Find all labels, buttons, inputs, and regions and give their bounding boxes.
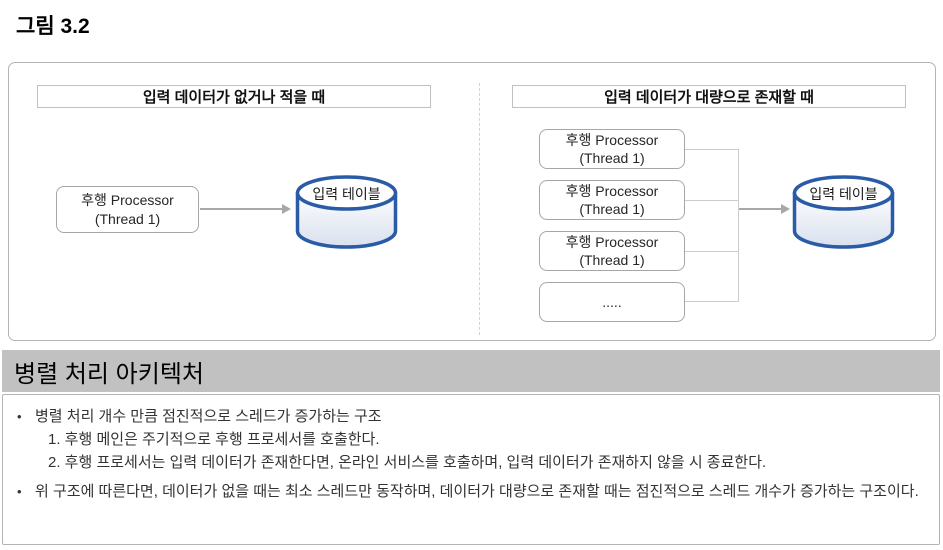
section-title-bar: 병렬 처리 아키텍처 bbox=[2, 350, 940, 392]
cylinder-top bbox=[295, 175, 398, 211]
notes-box: • 병렬 처리 개수 만큼 점진적으로 스레드가 증가하는 구조 1. 후행 메… bbox=[2, 394, 940, 545]
bullet-text-2: 위 구조에 따른다면, 데이터가 없을 때는 최소 스레드만 동작하며, 데이터… bbox=[35, 483, 919, 500]
bullet-text-1: 병렬 처리 개수 만큼 점진적으로 스레드가 증가하는 구조 bbox=[35, 408, 382, 425]
cylinder-top bbox=[792, 175, 895, 211]
flow-arrow-right bbox=[739, 204, 790, 214]
connector-line bbox=[685, 301, 738, 302]
sub-item-2: 2. 후행 프로세서는 입력 데이터가 존재한다면, 온라인 서비스를 호출하며… bbox=[48, 454, 767, 471]
right-panel-title-box: 입력 데이터가 대량으로 존재할 때 bbox=[512, 85, 906, 108]
figure-label: 그림 3.2 bbox=[16, 15, 90, 38]
bullet-marker: • bbox=[17, 409, 22, 424]
connector-line bbox=[685, 251, 738, 252]
right-panel-title: 입력 데이터가 대량으로 존재할 때 bbox=[604, 89, 814, 106]
processor-box-thread-3: 후행 Processor (Thread 1) bbox=[539, 231, 685, 271]
processor-label-line2: (Thread 1) bbox=[579, 201, 645, 217]
processor-label-line2: (Thread 1) bbox=[94, 210, 161, 227]
sub-item-1: 1. 후행 메인은 주기적으로 후행 프로세서를 호출한다. bbox=[48, 431, 380, 448]
database-label-left: 입력 테이블 bbox=[312, 186, 380, 202]
processor-label-line1: 후행 Processor bbox=[565, 132, 659, 148]
processor-label-line1: 후행 Processor bbox=[565, 183, 659, 199]
connector-line bbox=[685, 200, 738, 201]
connector-line bbox=[685, 149, 738, 150]
database-cylinder-left: 입력 테이블 bbox=[295, 175, 398, 249]
processor-label-line1: 후행 Processor bbox=[81, 191, 174, 208]
processor-label-line2: (Thread 1) bbox=[579, 150, 645, 166]
processor-box-thread-1: 후행 Processor (Thread 1) bbox=[539, 129, 685, 169]
processor-label-line1: 후행 Processor bbox=[565, 234, 659, 250]
bullet-item-2: • 위 구조에 따른다면, 데이터가 없을 때는 최소 스레드만 동작하며, 데… bbox=[17, 480, 923, 503]
database-label-right: 입력 테이블 bbox=[809, 186, 877, 202]
processor-box-thread-2: 후행 Processor (Thread 1) bbox=[539, 180, 685, 220]
bullet-item-1: • 병렬 처리 개수 만큼 점진적으로 스레드가 증가하는 구조 bbox=[17, 405, 923, 428]
left-panel-title: 입력 데이터가 없거나 적을 때 bbox=[142, 89, 326, 106]
processor-box-left: 후행 Processor (Thread 1) bbox=[56, 186, 199, 233]
flow-arrow-left bbox=[200, 204, 291, 214]
database-cylinder-right: 입력 테이블 bbox=[792, 175, 895, 249]
processor-label-line2: (Thread 1) bbox=[579, 252, 645, 268]
diagram-frame: 입력 데이터가 없거나 적을 때 후행 Processor (Thread 1)… bbox=[8, 62, 936, 341]
bullet-marker: • bbox=[17, 484, 22, 499]
left-panel-title-box: 입력 데이터가 없거나 적을 때 bbox=[37, 85, 431, 108]
panel-divider bbox=[479, 83, 480, 335]
processor-box-ellipsis: ..... bbox=[539, 282, 685, 322]
connector-bus bbox=[738, 149, 739, 302]
processor-label-line1: ..... bbox=[602, 294, 622, 310]
section-title: 병렬 처리 아키텍처 bbox=[14, 360, 204, 388]
